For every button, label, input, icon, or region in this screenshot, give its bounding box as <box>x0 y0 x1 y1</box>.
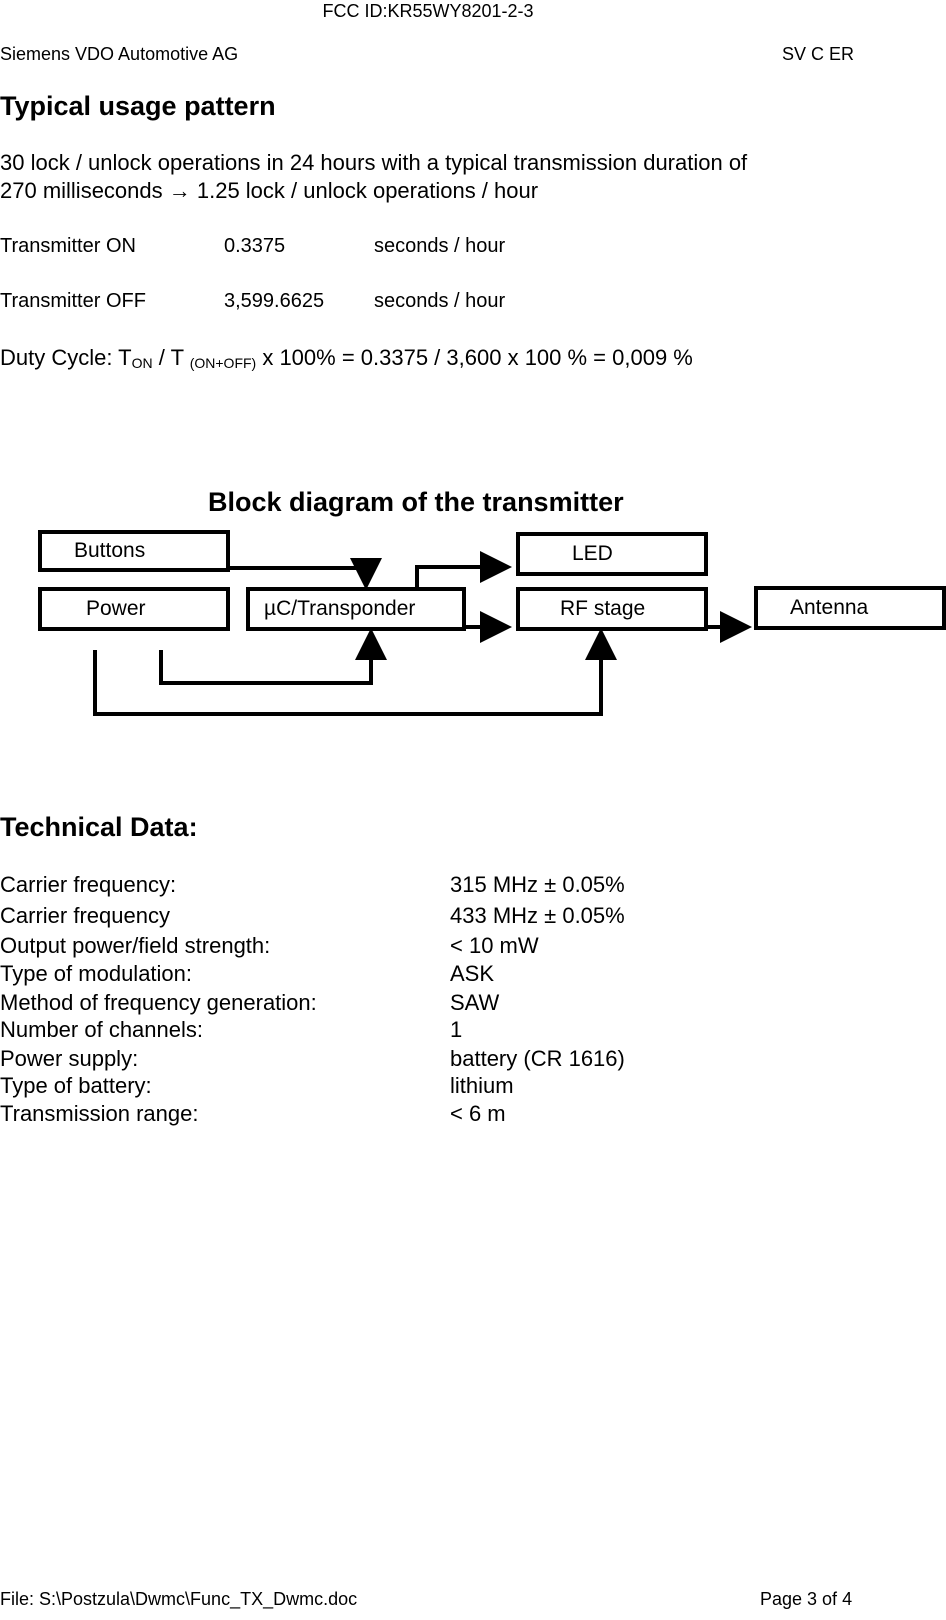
duty-mid: / T <box>152 345 190 370</box>
tech-value: < 10 mW <box>450 933 539 958</box>
uc-transponder-block: µC/Transponder <box>246 587 466 631</box>
diagram-title: Block diagram of the transmitter <box>208 487 624 517</box>
duty-cycle: Duty Cycle: TON / T (ON+OFF) x 100% = 0.… <box>0 345 693 371</box>
buttons-block: Buttons <box>38 530 230 572</box>
rf-stage-block: RF stage <box>516 587 708 631</box>
usage-line-2: 270 milliseconds → 1.25 lock / unlock op… <box>0 178 539 203</box>
tech-label: Number of channels: <box>0 1017 203 1042</box>
tech-value: battery (CR 1616) <box>450 1046 625 1071</box>
led-label: LED <box>572 542 613 565</box>
tx-off-label: Transmitter OFF <box>0 290 146 312</box>
duty-prefix: Duty Cycle: T <box>0 345 132 370</box>
tech-label: Carrier frequency: <box>0 872 177 897</box>
led-block: LED <box>516 532 708 576</box>
uc-transponder-label: µC/Transponder <box>264 597 416 620</box>
tech-label: Method of frequency generation: <box>0 990 317 1015</box>
tech-label: Carrier frequency <box>0 903 170 928</box>
tx-off-value: 3,599.6625 <box>224 290 325 312</box>
tx-on-value: 0.3375 <box>224 235 286 257</box>
department: SV C ER <box>782 44 855 64</box>
tech-value: SAW <box>450 990 500 1015</box>
duty-sub-on: ON <box>131 355 153 371</box>
duty-sub-onoff: (ON+OFF) <box>189 355 257 371</box>
tech-label: Type of modulation: <box>0 961 193 986</box>
tech-label: Power supply: <box>0 1046 139 1071</box>
usage-heading: Typical usage pattern <box>0 91 276 121</box>
block-diagram: Buttons Power µC/Transponder LED RF stag… <box>0 520 946 720</box>
rf-stage-label: RF stage <box>560 597 646 620</box>
company-name: Siemens VDO Automotive AG <box>0 44 239 64</box>
tech-label: Output power/field strength: <box>0 933 271 958</box>
tech-label: Transmission range: <box>0 1101 199 1126</box>
tech-value: 1 <box>450 1017 463 1042</box>
tx-on-unit: seconds / hour <box>374 235 506 257</box>
antenna-label: Antenna <box>790 596 869 619</box>
power-label: Power <box>86 597 146 620</box>
footer-file-path: File: S:\Postzula\Dwmc\Func_TX_Dwmc.doc <box>0 1589 358 1609</box>
tx-off-unit: seconds / hour <box>374 290 506 312</box>
tech-value: < 6 m <box>450 1101 506 1126</box>
footer-page-number: Page 3 of 4 <box>760 1589 853 1609</box>
tech-label: Type of battery: <box>0 1073 152 1098</box>
power-block: Power <box>38 587 230 631</box>
technical-heading: Technical Data: <box>0 812 198 842</box>
tech-value: ASK <box>450 961 495 986</box>
tech-value: 433 MHz ± 0.05% <box>450 903 625 928</box>
buttons-to-uc-arrow <box>228 558 382 590</box>
tech-value: lithium <box>450 1073 514 1098</box>
power-to-rf-arrow <box>93 628 617 716</box>
tx-on-label: Transmitter ON <box>0 235 136 257</box>
antenna-block: Antenna <box>754 586 946 630</box>
duty-suffix: x 100% = 0.3375 / 3,600 x 100 % = 0,009 … <box>256 345 693 370</box>
fcc-id: FCC ID:KR55WY8201-2-3 <box>322 1 534 21</box>
buttons-label: Buttons <box>74 539 146 562</box>
tech-value: 315 MHz ± 0.05% <box>450 872 625 897</box>
power-to-uc-arrow <box>159 628 387 685</box>
usage-line-1: 30 lock / unlock operations in 24 hours … <box>0 150 748 175</box>
